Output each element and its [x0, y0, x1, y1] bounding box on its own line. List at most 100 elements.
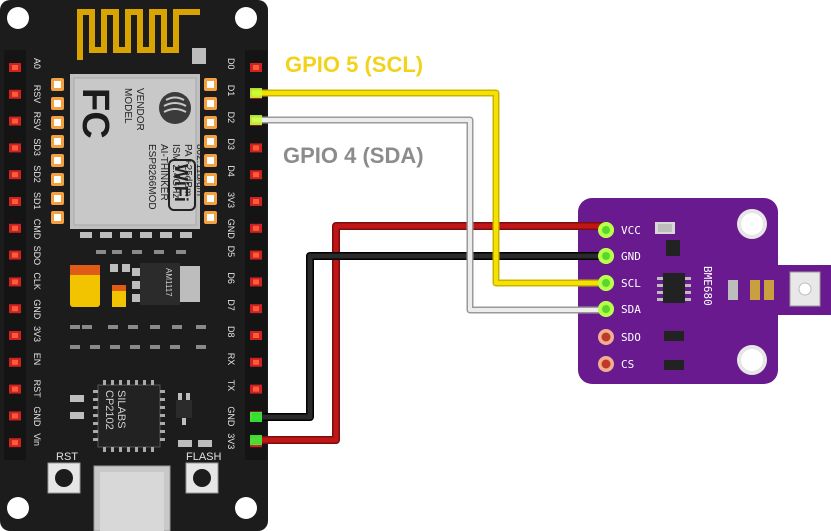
capacitor-yellow	[70, 265, 100, 307]
left-pin-header	[9, 63, 21, 448]
esp-wire-endpoint	[250, 412, 262, 422]
right-pin-label: D6	[226, 272, 236, 284]
right-pin-label: GND	[226, 219, 236, 240]
pcb-pad	[150, 345, 160, 349]
smd-part	[70, 412, 84, 419]
esp-wire-endpoint	[250, 88, 262, 98]
module-pad	[80, 232, 92, 238]
left-pin-label: A0	[32, 58, 42, 69]
mounting-hole	[235, 7, 257, 29]
cp2102-chip: SILABS CP2102	[93, 380, 165, 452]
module-value-vendor: AI-THINKER	[158, 144, 169, 201]
module-line-vendor: VENDOR	[134, 88, 145, 131]
right-pin-label: GND	[226, 406, 236, 427]
module-line-80211: 802.11b/g/n	[194, 144, 205, 196]
sensor-pin-label: GND	[621, 250, 641, 263]
esp8266-board: A0RSVRSVSD3SD2SD1CMDSDOCLKGND3V3ENRSTGND…	[0, 0, 268, 531]
left-pin-label: SD3	[32, 138, 42, 156]
chip-label-line1: SILABS	[115, 390, 127, 429]
pcb-pad	[90, 345, 100, 349]
pcb-pad	[154, 250, 164, 254]
module-pad	[100, 232, 112, 238]
sensor-pin-label: SDA	[621, 303, 641, 316]
pcb-pad	[196, 325, 206, 329]
rst-label: RST	[56, 451, 78, 463]
esp-wire-endpoint	[250, 435, 262, 445]
left-pin-label: RST	[32, 380, 42, 399]
right-pin-label: 3V3	[226, 433, 236, 449]
voltage-regulator	[140, 263, 180, 305]
antenna-trace	[77, 9, 200, 60]
sensor-pin-label: SDO	[621, 331, 641, 344]
smd-part	[178, 440, 192, 447]
wire-endpoints	[250, 88, 614, 445]
sensor-pin-label: VCC	[621, 224, 641, 237]
smd-components	[70, 395, 212, 447]
pcb-pad	[82, 325, 92, 329]
scl-label: GPIO 5 (SCL)	[285, 52, 423, 77]
fcc-logo: FC	[74, 88, 116, 139]
pcb-pad	[196, 345, 206, 349]
pcb-pad	[108, 325, 118, 329]
module-pad	[160, 232, 172, 238]
pcb-pad	[176, 250, 186, 254]
right-pin-label: D3	[226, 138, 236, 150]
module-pads-left	[51, 78, 192, 238]
smd-part	[198, 440, 212, 447]
pcb-pad	[150, 325, 160, 329]
wires	[252, 89, 606, 444]
module-pad	[140, 232, 152, 238]
right-pin-label: D7	[226, 299, 236, 311]
left-pin-labels: A0RSVRSVSD3SD2SD1CMDSDOCLKGND3V3ENRSTGND…	[32, 58, 42, 446]
pcb-pad	[170, 345, 180, 349]
left-pin-label: GND	[32, 299, 42, 320]
sda-label: GPIO 4 (SDA)	[283, 143, 424, 168]
module-line-model: MODEL	[122, 88, 133, 124]
module-line-pa: PA +25dBm	[182, 144, 193, 196]
left-pin-label: SDO	[32, 246, 42, 266]
pcb-pad	[130, 345, 140, 349]
smd-part	[70, 395, 84, 402]
regulator-label: AM1117	[164, 268, 173, 297]
left-pin-label: CMD	[32, 219, 42, 240]
module-pad	[120, 232, 132, 238]
right-pin-label: D4	[226, 165, 236, 177]
mounting-hole	[235, 497, 257, 519]
level-shifter-ic	[663, 273, 685, 303]
pcb-pad	[96, 250, 106, 254]
wifi-badge	[168, 159, 196, 211]
module-pad	[180, 232, 192, 238]
pcb-pad	[132, 250, 142, 254]
sensor-pin-label: CS	[621, 358, 634, 371]
right-pin-label: D5	[226, 246, 236, 258]
wifi-logo: WiFi	[171, 164, 191, 202]
left-pin-label: CLK	[32, 272, 42, 290]
pcb-pad	[172, 325, 182, 329]
right-pin-label: D2	[226, 112, 236, 124]
pcb-dots	[70, 250, 206, 349]
chip-label-line2: CP2102	[103, 390, 115, 430]
left-pin-label: EN	[32, 353, 42, 366]
module-line-ism: ISM 2.4GHz	[170, 144, 181, 198]
left-pin-label: SD2	[32, 165, 42, 183]
module-value-model: ESP8266MOD	[146, 144, 157, 210]
left-pin-label: GND	[32, 406, 42, 427]
left-pin-label: SD1	[32, 192, 42, 210]
left-pin-label: Vin	[32, 433, 42, 446]
mounting-hole	[7, 7, 29, 29]
right-pin-label: RX	[226, 353, 236, 366]
sensor-pin-label: SCL	[621, 277, 641, 290]
module-pads-right	[204, 78, 217, 224]
right-pin-label: D0	[226, 58, 236, 70]
pcb-pad	[110, 345, 120, 349]
right-pin-label: TX	[226, 380, 236, 392]
pcb-pad	[70, 345, 80, 349]
esp-wire-endpoint	[250, 115, 262, 125]
pcb-pad	[112, 250, 122, 254]
flash-label: FLASH	[186, 451, 222, 463]
mounting-hole	[7, 497, 29, 519]
left-pin-label: 3V3	[32, 326, 42, 342]
pcb-pad	[70, 325, 80, 329]
